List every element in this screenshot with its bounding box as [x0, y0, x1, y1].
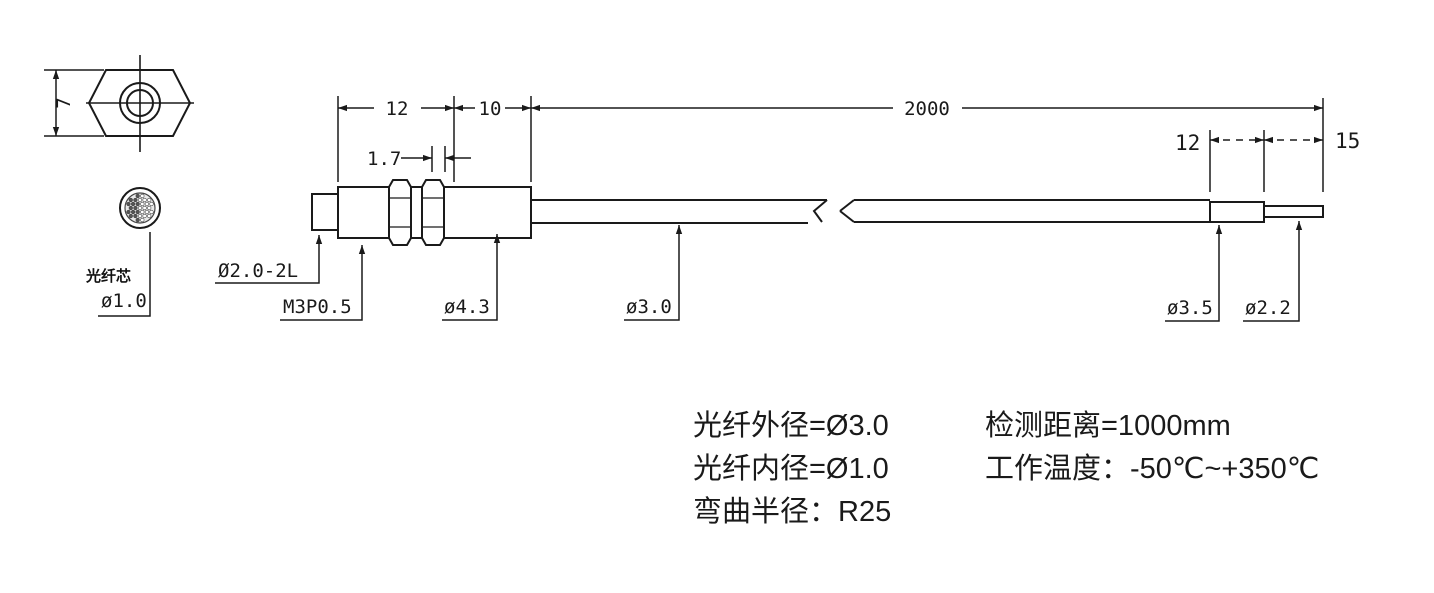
fiber-core-leader: [98, 232, 151, 317]
spec-detect-distance: 检测距离=1000mm: [985, 410, 1231, 442]
sleeve-dia-label: ø3.5: [1167, 297, 1213, 319]
fiber-strand-dot: [137, 197, 143, 203]
spec-outer-diameter: 光纤外径=Ø3.0: [693, 410, 889, 442]
fiber-strand-dot: [142, 197, 147, 203]
fiber-core-label: 光纤芯: [85, 267, 131, 285]
fiber-strand-dot: [128, 197, 133, 203]
fiber-strand-dot: [147, 205, 152, 211]
probe-body: [337, 179, 532, 246]
spec-work-temperature: 工作温度：-50℃~+350℃: [985, 453, 1320, 485]
thread-label: M3P0.5: [283, 296, 352, 318]
top-dimension-lines: [337, 96, 1324, 192]
hex-width-label: 7: [53, 97, 75, 108]
fiber-strand-dot: [128, 205, 133, 211]
tip-dia-label: Ø2.0-2L: [218, 260, 298, 282]
fiber-strand-dot: [140, 201, 145, 207]
fiber-strand-dot: [133, 197, 138, 203]
fiber-strand-dot: [137, 205, 143, 211]
fiber-core-dia-label: ø1.0: [101, 290, 147, 312]
fiber-strand-dot: [147, 197, 152, 203]
hex-nut-end-view: [86, 55, 194, 152]
fiber-strand-dot: [149, 201, 154, 207]
dim-1-7-lines: [401, 146, 471, 172]
dim-end-15-label: 15: [1335, 129, 1360, 153]
fiber-core-bundle: [119, 187, 161, 229]
probe-tip: [311, 193, 339, 231]
fiber-strand-dot: [149, 209, 154, 215]
fiber-strand-dot: [142, 213, 147, 219]
fiber-strand-dot: [140, 217, 145, 223]
fiber-strand-dot: [147, 213, 152, 219]
fiber-strand-dot: [137, 213, 143, 219]
dim-2000-label: 2000: [904, 98, 950, 120]
fiber-strand-dot: [126, 209, 131, 215]
hex-width-dimension: [44, 69, 104, 137]
fiber-strand-dot: [131, 209, 136, 215]
fiber-strand-dot: [144, 209, 149, 215]
fiber-strand-dot: [128, 213, 133, 219]
fiber-cable: [531, 199, 1210, 224]
cable-dia-label: ø3.0: [626, 296, 672, 318]
fiber-strand-dot: [133, 205, 138, 211]
fiber-strand-dot: [135, 209, 140, 215]
cable-end-sleeve: [1209, 201, 1324, 223]
fiber-strand-dot: [131, 201, 136, 207]
fiber-strand-dot: [135, 217, 140, 223]
spec-inner-diameter: 光纤内径=Ø1.0: [693, 453, 889, 485]
dim-10-label: 10: [479, 98, 502, 120]
callout-leaders: [215, 221, 1303, 322]
fiber-strand-dot: [140, 209, 145, 215]
body-dia-label: ø4.3: [444, 296, 490, 318]
fiber-strand-dot: [135, 201, 140, 207]
fiber-strand-dot: [142, 205, 147, 211]
dim-12-label: 12: [386, 98, 409, 120]
spec-bend-radius: 弯曲半径：R25: [693, 496, 892, 528]
end-dimension-lines: [1209, 130, 1323, 192]
fiber-strand-dot: [126, 201, 131, 207]
fiber-strand-dot: [140, 193, 145, 199]
dim-1-7-label: 1.7: [367, 148, 401, 170]
fiber-strand-dot: [144, 201, 149, 207]
dim-end-12-label: 12: [1175, 131, 1200, 155]
fiber-strand-dot: [133, 213, 138, 219]
fiber-strand-dot: [135, 193, 140, 199]
end-dia-label: ø2.2: [1245, 297, 1291, 319]
